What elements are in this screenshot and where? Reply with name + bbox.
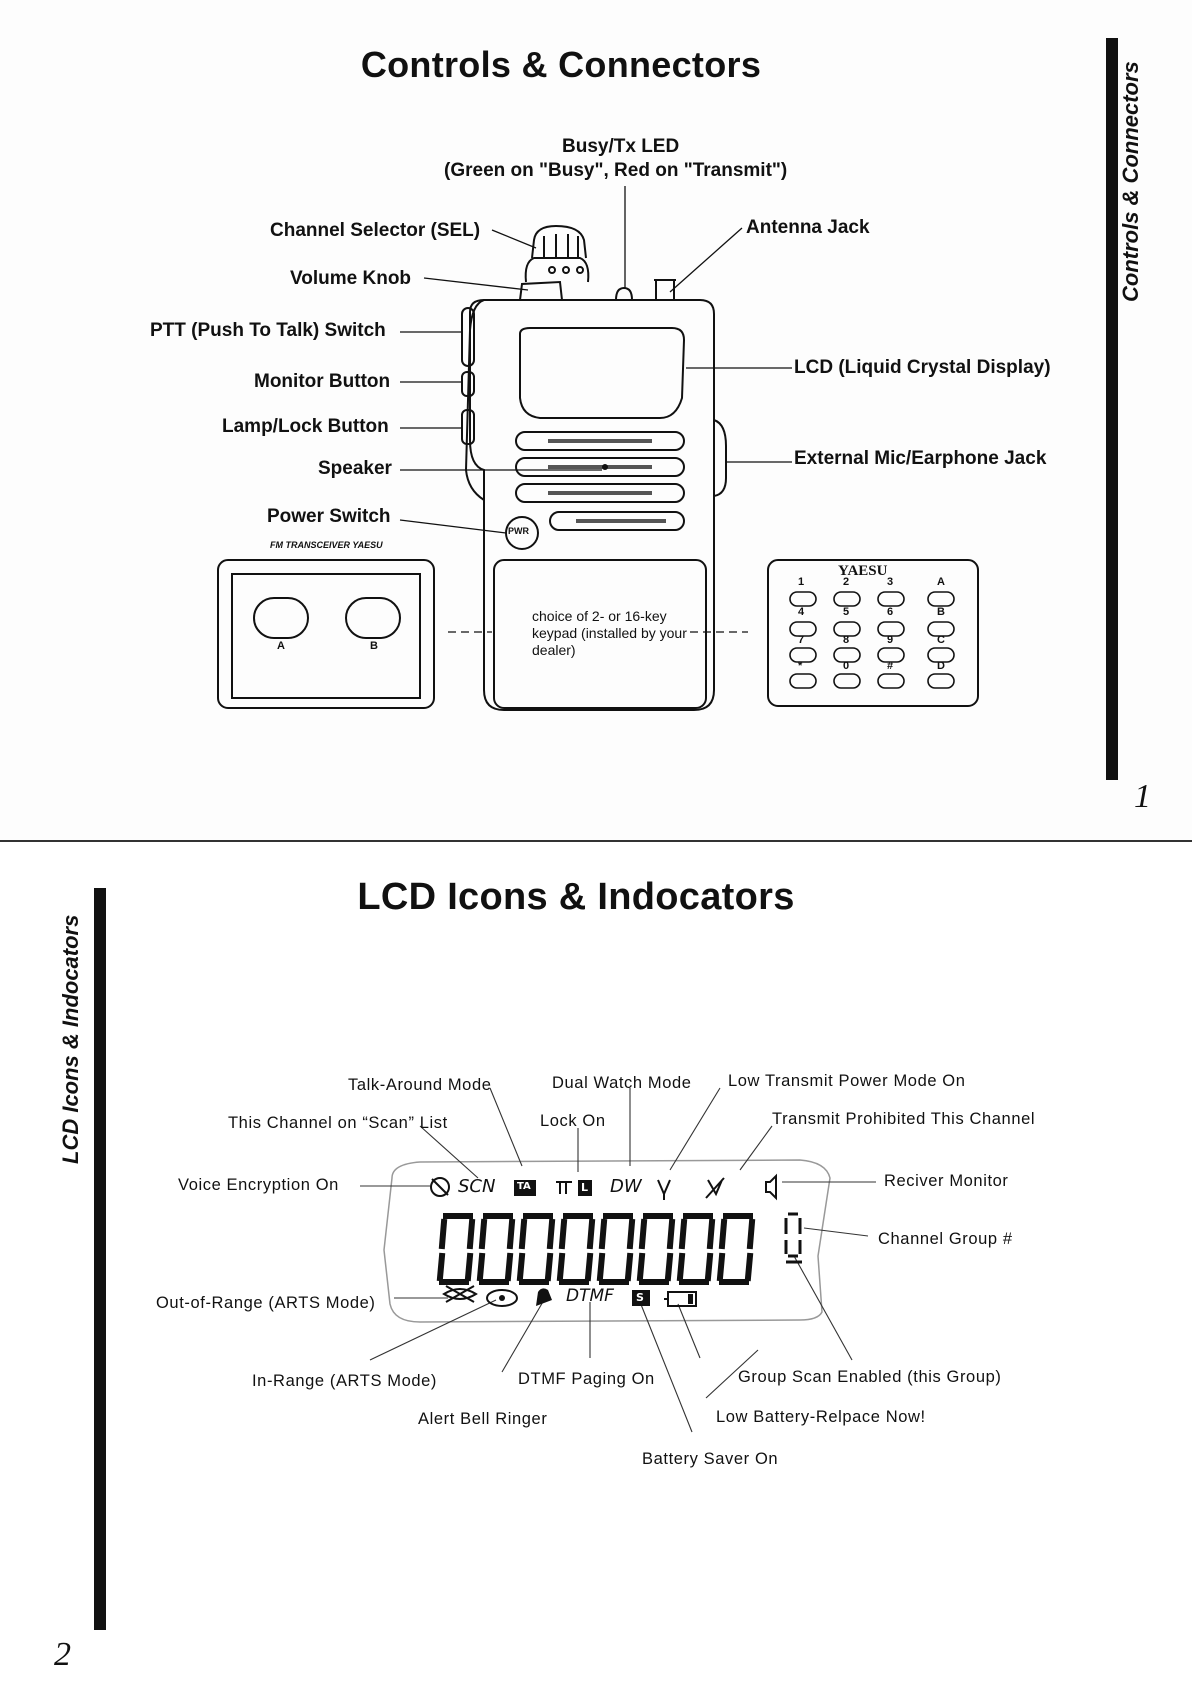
label-channel-selector: Channel Selector (SEL)	[270, 220, 481, 241]
label-monitor-button: Monitor Button	[254, 371, 391, 392]
lcd-scn-icon: SCN	[458, 1176, 496, 1197]
label-busy-led: Busy/Tx LED	[562, 136, 680, 157]
page-title: LCD Icons & Indocators	[357, 876, 795, 918]
keypad2-key-a: A	[277, 640, 285, 652]
label-lock-on: Lock On	[540, 1112, 606, 1130]
key-1: 1	[798, 576, 805, 588]
radio-diagram	[217, 186, 979, 711]
lcd-dw-icon: DW	[610, 1176, 642, 1197]
page-number: 1	[1134, 778, 1151, 815]
key-5: 5	[843, 606, 850, 618]
label-dtmf-paging: DTMF Paging On	[518, 1370, 655, 1388]
side-tab-bar	[1106, 38, 1118, 780]
keypad-note: choice of 2- or 16-key keypad (installed…	[532, 608, 687, 658]
key-d: D	[937, 660, 945, 672]
lcd-diagram	[360, 1087, 876, 1433]
label-talk-around: Talk-Around Mode	[348, 1076, 492, 1094]
keypad16-brand: YAESU	[838, 563, 888, 579]
label-alert-bell: Alert Bell Ringer	[418, 1410, 548, 1428]
label-ptt-switch: PTT (Push To Talk) Switch	[150, 320, 386, 341]
page-controls-connectors: Controls & Connectors Controls & Connect…	[150, 38, 1151, 815]
key-2: 2	[843, 576, 850, 588]
lcd-dtmf-icon: DTMF	[566, 1286, 614, 1306]
page-divider	[0, 840, 1192, 842]
page-title: Controls & Connectors	[360, 44, 762, 85]
lcd-battery-saver-icon: S	[636, 1291, 644, 1304]
keypad2-brand: FM TRANSCEIVER YAESU	[270, 540, 383, 550]
label-out-of-range: Out-of-Range (ARTS Mode)	[156, 1294, 376, 1312]
key-6: 6	[887, 606, 894, 618]
label-receiver-monitor: Reciver Monitor	[884, 1172, 1009, 1190]
label-group-scan: Group Scan Enabled (this Group)	[738, 1368, 1002, 1386]
key-0: 0	[843, 660, 850, 672]
label-speaker: Speaker	[318, 458, 392, 479]
key-3: 3	[887, 576, 894, 588]
label-channel-group: Channel Group #	[878, 1230, 1013, 1248]
key-star: *	[798, 660, 803, 672]
label-battery-saver: Battery Saver On	[642, 1450, 779, 1468]
label-lcd: LCD (Liquid Crystal Display)	[794, 357, 1051, 378]
label-dual-watch: Dual Watch Mode	[552, 1074, 692, 1092]
label-low-power: Low Transmit Power Mode On	[728, 1072, 966, 1090]
lcd-ta-icon: TA	[517, 1181, 531, 1192]
page-lcd-icons: LCD Icons & Indocators LCD Icons & Indoc…	[0, 842, 1192, 1684]
label-antenna-jack: Antenna Jack	[746, 217, 870, 238]
label-power-switch: Power Switch	[267, 506, 391, 527]
key-b: B	[937, 606, 945, 618]
key-9: 9	[887, 634, 894, 646]
keypad2-key-b: B	[370, 640, 378, 652]
pwr-button: PWR	[508, 526, 529, 536]
key-7: 7	[798, 634, 805, 646]
label-busy-led-detail: (Green on "Busy", Red on "Transmit")	[444, 160, 788, 181]
key-c: C	[937, 634, 945, 646]
side-tab-bar	[94, 888, 106, 1630]
label-volume-knob: Volume Knob	[290, 268, 412, 289]
label-voice-encryption: Voice Encryption On	[178, 1176, 339, 1194]
page-number: 2	[54, 1636, 71, 1673]
key-8: 8	[843, 634, 850, 646]
label-tx-prohibited: Transmit Prohibited This Channel	[772, 1110, 1036, 1128]
label-in-range: In-Range (ARTS Mode)	[252, 1372, 438, 1390]
label-external-jack: External Mic/Earphone Jack	[794, 448, 1047, 469]
label-lamp-lock: Lamp/Lock Button	[222, 416, 389, 437]
key-hash: #	[887, 660, 894, 672]
key-a: A	[937, 576, 945, 588]
label-scan-list: This Channel on “Scan” List	[228, 1114, 448, 1132]
lcd-lock-icon: L	[581, 1181, 589, 1194]
key-4: 4	[798, 606, 805, 618]
label-low-battery: Low Battery-Relpace Now!	[716, 1408, 926, 1426]
